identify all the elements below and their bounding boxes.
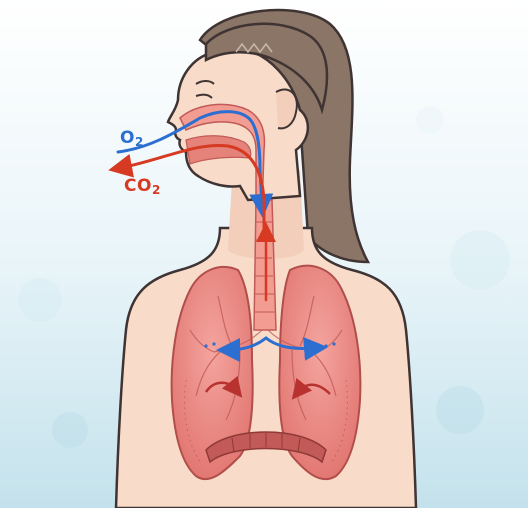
oxygen-label: O2 bbox=[120, 130, 144, 148]
carbon-dioxide-label: CO2 bbox=[124, 178, 161, 196]
